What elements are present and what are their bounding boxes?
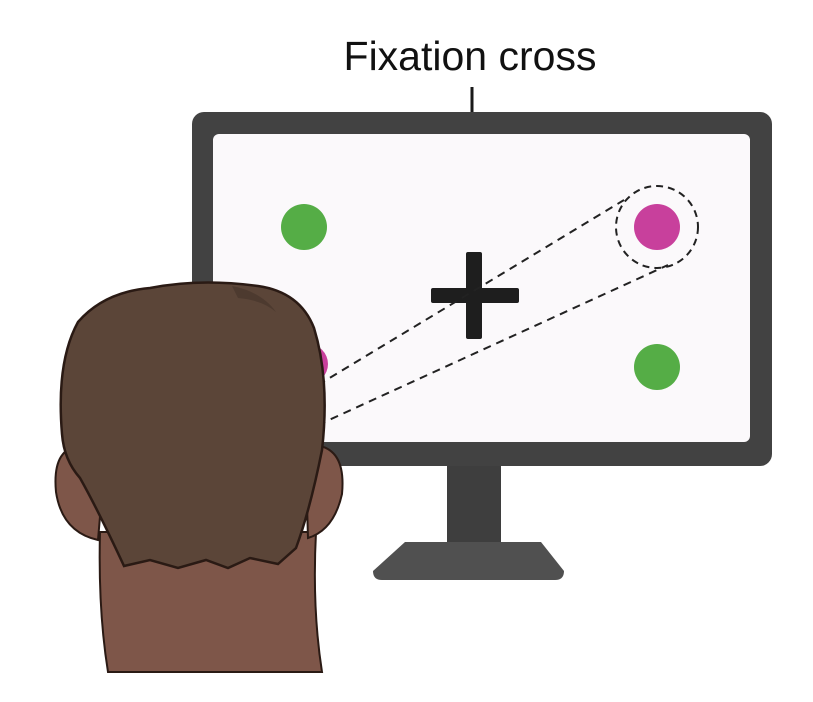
monitor-base bbox=[373, 542, 564, 580]
distractor-dot-bottom-right bbox=[634, 344, 680, 390]
person-head-icon bbox=[54, 281, 344, 673]
distractor-dot-top-left bbox=[281, 204, 327, 250]
fixation-cross-label: Fixation cross bbox=[344, 33, 597, 79]
viewer-hair bbox=[59, 281, 326, 570]
monitor-neck bbox=[447, 466, 501, 544]
target-dot bbox=[634, 204, 680, 250]
gaze-lines bbox=[317, 199, 669, 426]
plus-icon bbox=[431, 252, 519, 339]
viewer-neck bbox=[98, 531, 324, 673]
target-highlight-ring bbox=[615, 185, 699, 269]
viewer-hair-crown bbox=[232, 286, 276, 312]
gaze-line-upper bbox=[317, 199, 625, 386]
